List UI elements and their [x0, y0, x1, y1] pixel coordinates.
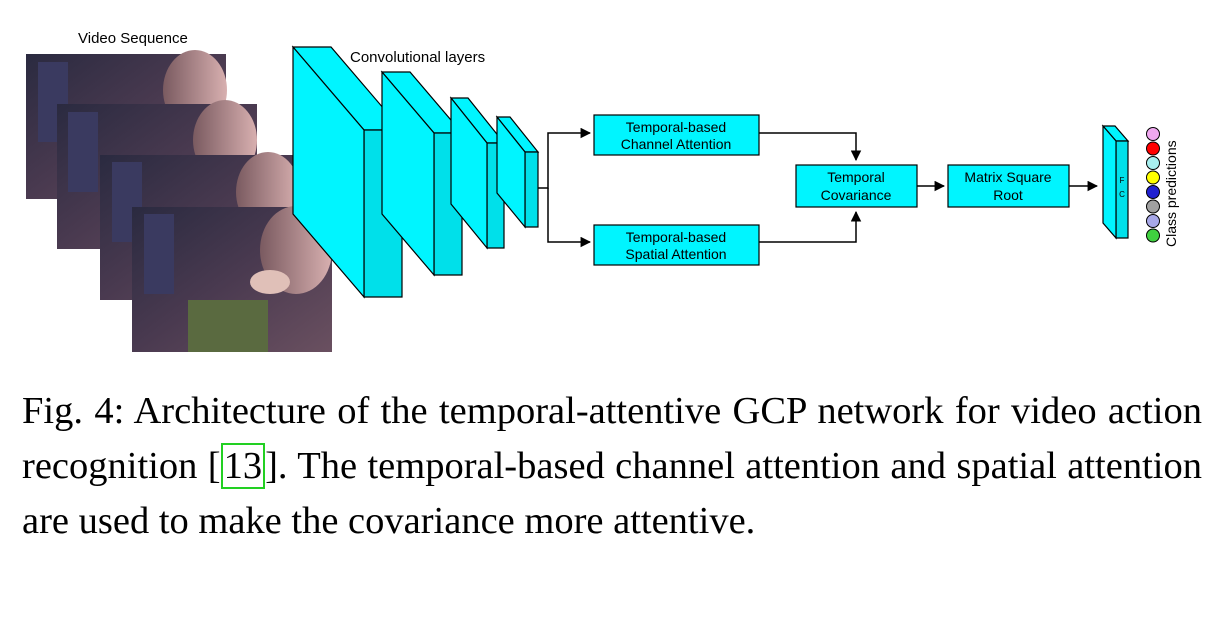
- caption-lead: Fig. 4: Architecture of the temporal-att…: [22, 390, 1202, 487]
- svg-text:Temporal-based: Temporal-based: [626, 119, 726, 135]
- video-frames: [26, 50, 332, 352]
- channel-attention-box: Temporal-based Channel Attention: [593, 114, 760, 156]
- architecture-diagram: Video Sequence Convolutional layers: [26, 30, 1179, 352]
- video-frame-4: [132, 206, 332, 352]
- matrix-square-root-box: Matrix Square Root: [947, 164, 1070, 208]
- svg-text:C: C: [1119, 190, 1125, 199]
- temporal-covariance-box: Temporal Covariance: [795, 164, 918, 208]
- split-arrows: [538, 127, 592, 248]
- video-sequence-label: Video Sequence: [78, 30, 188, 47]
- class-prediction-circle: [1146, 156, 1160, 170]
- svg-text:Matrix Square: Matrix Square: [964, 169, 1051, 185]
- citation-link[interactable]: 13: [220, 443, 266, 489]
- covariance-arrows: [759, 132, 862, 243]
- fc-layer: F C: [1101, 124, 1130, 240]
- class-prediction-circle: [1146, 228, 1160, 243]
- svg-text:F: F: [1120, 176, 1125, 185]
- spatial-attention-box: Temporal-based Spatial Attention: [593, 224, 760, 266]
- class-prediction-circle: [1146, 185, 1160, 199]
- class-prediction-circle: [1146, 141, 1160, 156]
- svg-text:Covariance: Covariance: [821, 187, 892, 203]
- caption-tail: ]. The temporal-based channel attention …: [22, 445, 1202, 542]
- class-prediction-circle: [1146, 199, 1160, 214]
- svg-text:Spatial Attention: Spatial Attention: [625, 246, 726, 262]
- class-prediction-circles: [1146, 127, 1160, 243]
- conv-layers: [291, 45, 540, 299]
- svg-text:Temporal-based: Temporal-based: [626, 229, 726, 245]
- svg-text:Root: Root: [993, 187, 1023, 203]
- figure-caption: Fig. 4: Architecture of the temporal-att…: [22, 384, 1202, 549]
- svg-text:Temporal: Temporal: [827, 169, 885, 185]
- conv-block-4: [495, 115, 540, 229]
- class-prediction-circle: [1146, 170, 1160, 185]
- svg-text:Channel Attention: Channel Attention: [621, 136, 732, 152]
- conv-layers-label: Convolutional layers: [350, 49, 485, 66]
- class-prediction-circle: [1146, 214, 1160, 228]
- class-predictions-label: Class predictions: [1163, 140, 1179, 247]
- class-prediction-circle: [1146, 127, 1160, 141]
